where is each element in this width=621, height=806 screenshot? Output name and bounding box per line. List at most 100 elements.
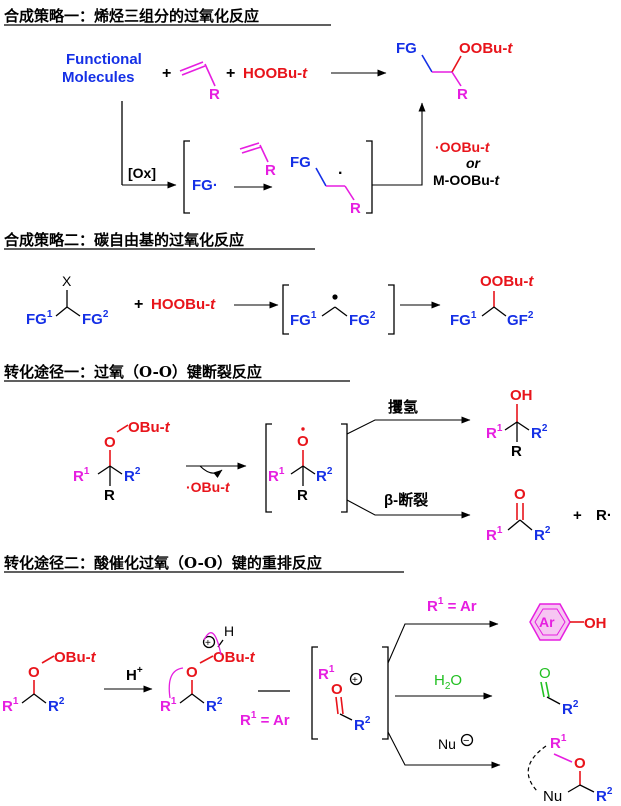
product-FG: FG bbox=[396, 40, 417, 57]
prot-R2: R2 bbox=[206, 696, 223, 715]
radical-peroxy-reagent: ·OOBu-t bbox=[435, 139, 491, 155]
strategy1-title: 合成策略一：烯烃三组分的过氧化反应 bbox=[3, 7, 259, 25]
ketone-O: O bbox=[514, 486, 526, 503]
nucleophile-minus: − bbox=[463, 735, 469, 747]
product-peroxide-1: FG OOBu-t R bbox=[396, 40, 513, 103]
oxonium-charge bbox=[202, 635, 216, 649]
radical-FG1: FG1 bbox=[290, 310, 317, 329]
intermediate-radical-dot: · bbox=[338, 165, 343, 182]
p2-OBu: OBu-t bbox=[54, 649, 97, 666]
bracket-s2 bbox=[282, 284, 395, 335]
product-R: R bbox=[457, 86, 468, 103]
ketone-product: O R1 R2 bbox=[486, 486, 551, 544]
p2-R1: R1 bbox=[2, 696, 19, 715]
acid-catalyst: H+ bbox=[126, 665, 143, 684]
prot-O: O bbox=[186, 664, 198, 681]
product2-FG1: FG1 bbox=[450, 310, 477, 329]
adduct-Nu: Nu bbox=[543, 788, 562, 805]
protonated-peroxide: H + OBu-t O R1 R2 bbox=[160, 623, 256, 715]
alcohol-product: OH R1 R2 R bbox=[486, 387, 548, 460]
prot-OBu: OBu-t bbox=[213, 649, 256, 666]
radical-intermediate: FG · R bbox=[290, 154, 361, 217]
oxo-charge bbox=[349, 672, 363, 686]
alkoxy-radical: O R1 R2 R bbox=[268, 427, 333, 504]
path2-title: 转化途径二：酸催化过氧（O-O）键的重排反应 bbox=[4, 554, 322, 572]
product-peroxide-2: OOBu-t FG1 GF2 bbox=[450, 273, 534, 329]
bracket-p2 bbox=[311, 646, 389, 740]
phenol-OH: OH bbox=[584, 615, 607, 632]
alcohol-R2: R2 bbox=[531, 423, 548, 442]
p2-R2: R2 bbox=[48, 696, 65, 715]
p2-O: O bbox=[28, 664, 40, 681]
tbuo-radical: ·OBu-t bbox=[186, 479, 231, 495]
product2-GF2: GF2 bbox=[507, 310, 534, 329]
p1-R: R bbox=[104, 487, 115, 504]
p1-OBu: OBu-t bbox=[128, 419, 171, 436]
alkyl-halide: X FG1 FG2 bbox=[26, 273, 109, 328]
adduct-R2: R2 bbox=[596, 786, 613, 805]
bracket-p1 bbox=[265, 423, 348, 513]
intermediate-R: R bbox=[350, 200, 361, 217]
alkene-in-bracket-R: R bbox=[265, 162, 276, 179]
hooobu-reagent-2: HOOBu-t bbox=[151, 296, 216, 313]
alcohol-R1: R1 bbox=[486, 423, 503, 442]
r1-ar-condition: R1 = Ar bbox=[427, 596, 477, 615]
alcohol-R: R bbox=[511, 443, 522, 460]
oxo-R1: R1 bbox=[318, 664, 335, 683]
radical-FG2: FG2 bbox=[349, 310, 376, 329]
curved-arrow-migration bbox=[168, 667, 184, 699]
alkoxy-R: R bbox=[297, 487, 308, 504]
arrow-p1-curved bbox=[199, 465, 223, 479]
plus-sign-p1: + bbox=[573, 507, 582, 524]
plus-sign-s2: + bbox=[134, 296, 143, 313]
strategy2-title: 合成策略二：碳自由基的过氧化反应 bbox=[3, 231, 244, 249]
intermediate-FG: FG bbox=[290, 154, 311, 171]
hooobu-reagent-1: HOOBu-t bbox=[243, 65, 308, 82]
alkene-in-bracket: R bbox=[239, 142, 276, 179]
alkoxy-O: O bbox=[297, 433, 309, 450]
protonated-H: H bbox=[224, 623, 234, 639]
ketone-R2: R2 bbox=[534, 525, 551, 544]
ketone-R1: R1 bbox=[486, 525, 503, 544]
alkoxy-R1: R1 bbox=[268, 466, 285, 485]
arrow-beta-scission bbox=[346, 499, 471, 519]
nucleophile-charge bbox=[460, 733, 474, 747]
nucleophile-adduct: R1 O Nu R2 bbox=[527, 733, 613, 805]
oxocarbenium-ion: R1 O + R2 bbox=[318, 664, 371, 734]
p1-R1: R1 bbox=[73, 466, 90, 485]
oxo-plus: + bbox=[352, 675, 358, 686]
bracket-s1 bbox=[183, 140, 373, 214]
product2-OOBu: OOBu-t bbox=[480, 273, 534, 290]
arrow-phenol-branch bbox=[387, 620, 499, 664]
arrow-h-abstraction bbox=[346, 416, 471, 435]
peroxide-substrate-1: OBu-t O R1 R2 R bbox=[73, 419, 171, 504]
halide-X: X bbox=[62, 273, 72, 289]
p1-R2: R2 bbox=[124, 466, 141, 485]
curved-arrow-oo-break bbox=[203, 632, 222, 656]
molecules-label: Molecules bbox=[62, 69, 135, 86]
plus-sign-1: + bbox=[162, 65, 171, 82]
metal-peroxy-reagent: M-OOBu-t bbox=[433, 172, 500, 188]
alkoxy-R2: R2 bbox=[316, 466, 333, 485]
alkene-R: R bbox=[209, 86, 220, 103]
alkene-reactant: R bbox=[179, 61, 220, 103]
aldehyde-R2: R2 bbox=[562, 699, 579, 718]
or-label: or bbox=[466, 155, 482, 171]
ring-closure-dash bbox=[527, 745, 547, 793]
alcohol-OH: OH bbox=[510, 387, 533, 404]
halide-FG2: FG2 bbox=[82, 309, 109, 328]
prot-R1: R1 bbox=[160, 696, 177, 715]
phenol-Ar: Ar bbox=[539, 614, 555, 630]
ox-label: [Ox] bbox=[128, 165, 156, 181]
aldehyde-O: O bbox=[539, 665, 551, 682]
oxonium-plus: + bbox=[205, 638, 211, 649]
peroxide-substrate-2: OBu-t O R1 R2 bbox=[2, 649, 97, 715]
aldehyde-product: O R2 bbox=[539, 665, 579, 718]
nucleophile-label: Nu bbox=[438, 736, 456, 752]
phenol-product: Ar OH bbox=[529, 603, 607, 641]
p1-O: O bbox=[104, 434, 116, 451]
beta-scission-label: β-断裂 bbox=[384, 491, 428, 509]
r1-equals-ar-label: R1 = Ar bbox=[240, 710, 290, 729]
plus-sign-2: + bbox=[226, 65, 235, 82]
